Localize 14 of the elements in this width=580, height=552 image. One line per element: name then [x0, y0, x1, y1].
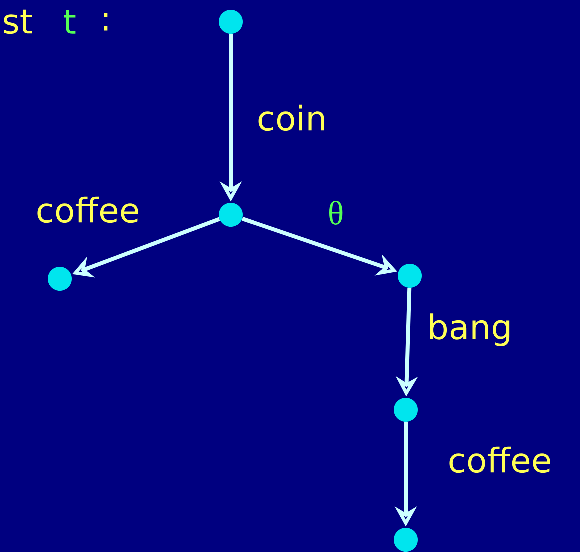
edge-label: coin: [258, 104, 324, 132]
node-dot: [398, 264, 422, 288]
label: t: [64, 10, 76, 34]
label: st: [4, 10, 32, 34]
node-dot: [48, 266, 72, 291]
edge-label: coffee: [450, 446, 550, 474]
edge-label: bang: [430, 314, 510, 346]
label: :: [104, 13, 108, 31]
node-dot: [394, 398, 418, 422]
node-dot: [219, 10, 243, 34]
node-dot: [394, 528, 418, 552]
node-dot: [219, 202, 243, 227]
edge-label: coffee: [38, 196, 138, 224]
edge-label: θ: [330, 200, 343, 225]
